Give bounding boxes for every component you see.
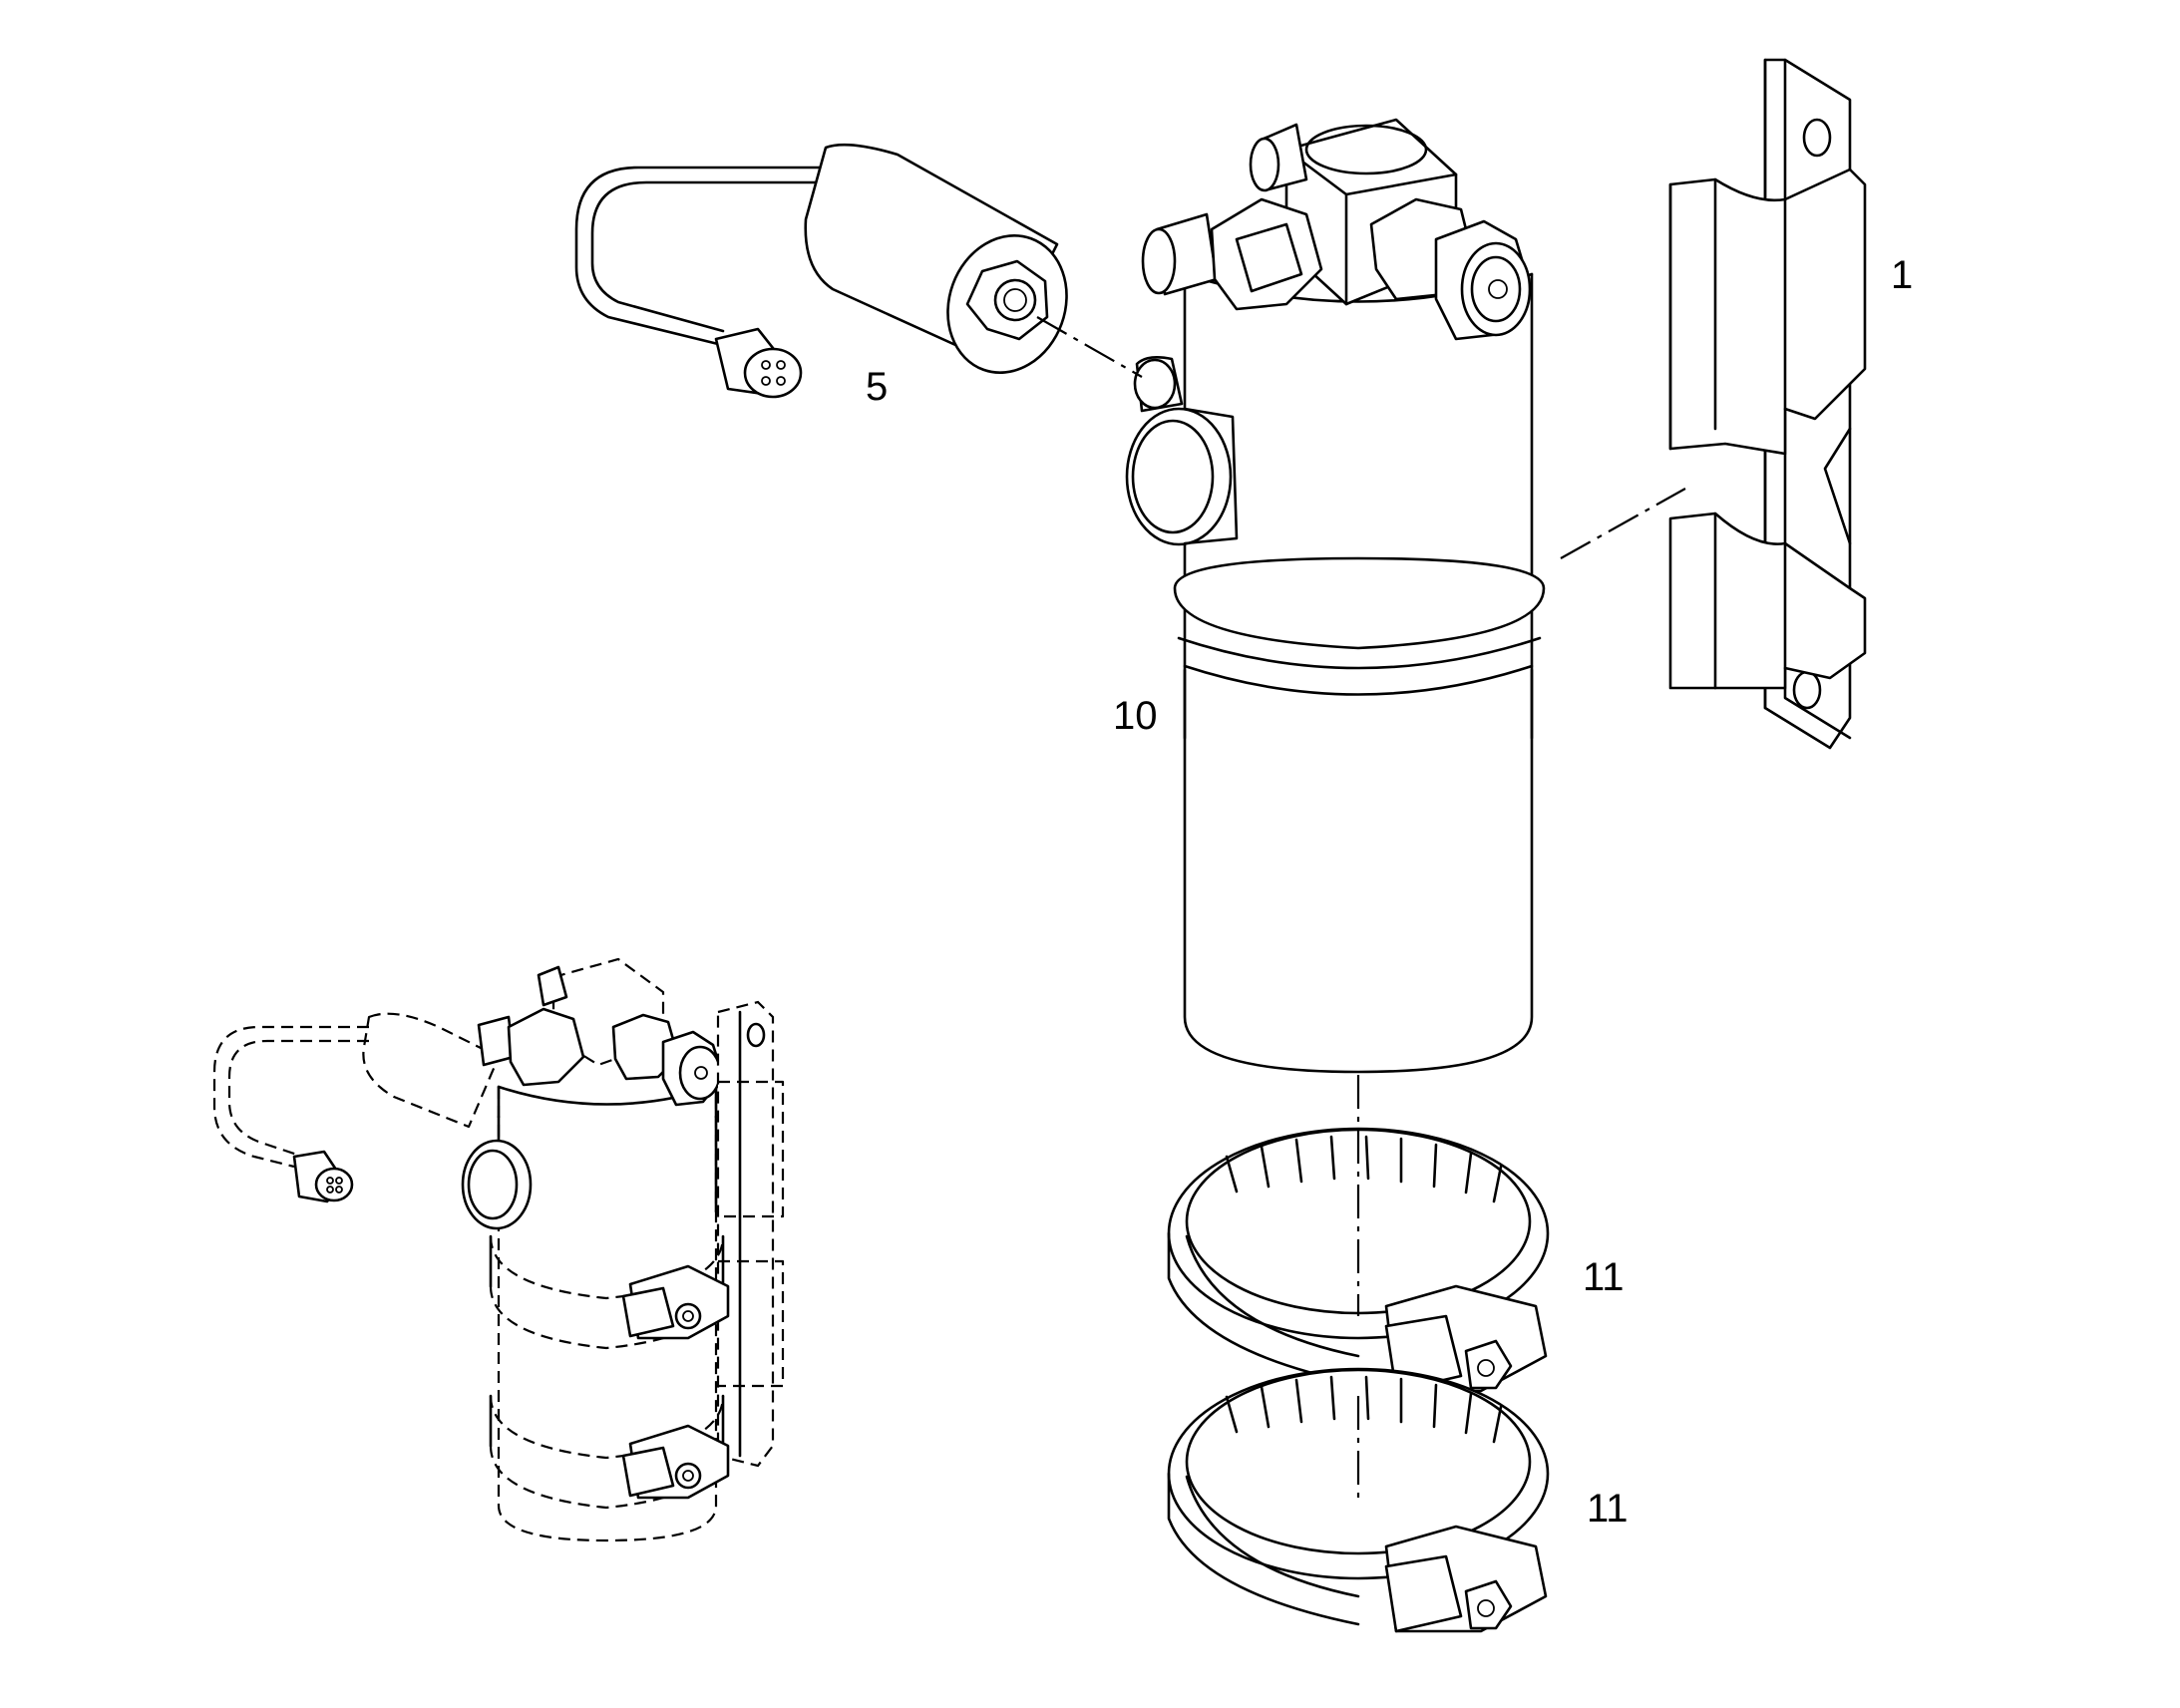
pressure-switch-part-5 [574, 143, 1068, 399]
callout-part-5: 5 [866, 365, 889, 409]
assembled-view-illustration [212, 957, 785, 1542]
callout-part-1: 1 [1891, 253, 1914, 297]
callout-part-11-lower: 11 [1587, 1487, 1629, 1531]
mounting-bracket-part-1 [1668, 58, 1867, 750]
receiver-drier-part-10 [1125, 118, 1546, 1074]
callout-part-10: 10 [1113, 694, 1158, 738]
assembly-centerlines [1036, 316, 1686, 1506]
callout-part-11-upper: 11 [1583, 1255, 1625, 1299]
